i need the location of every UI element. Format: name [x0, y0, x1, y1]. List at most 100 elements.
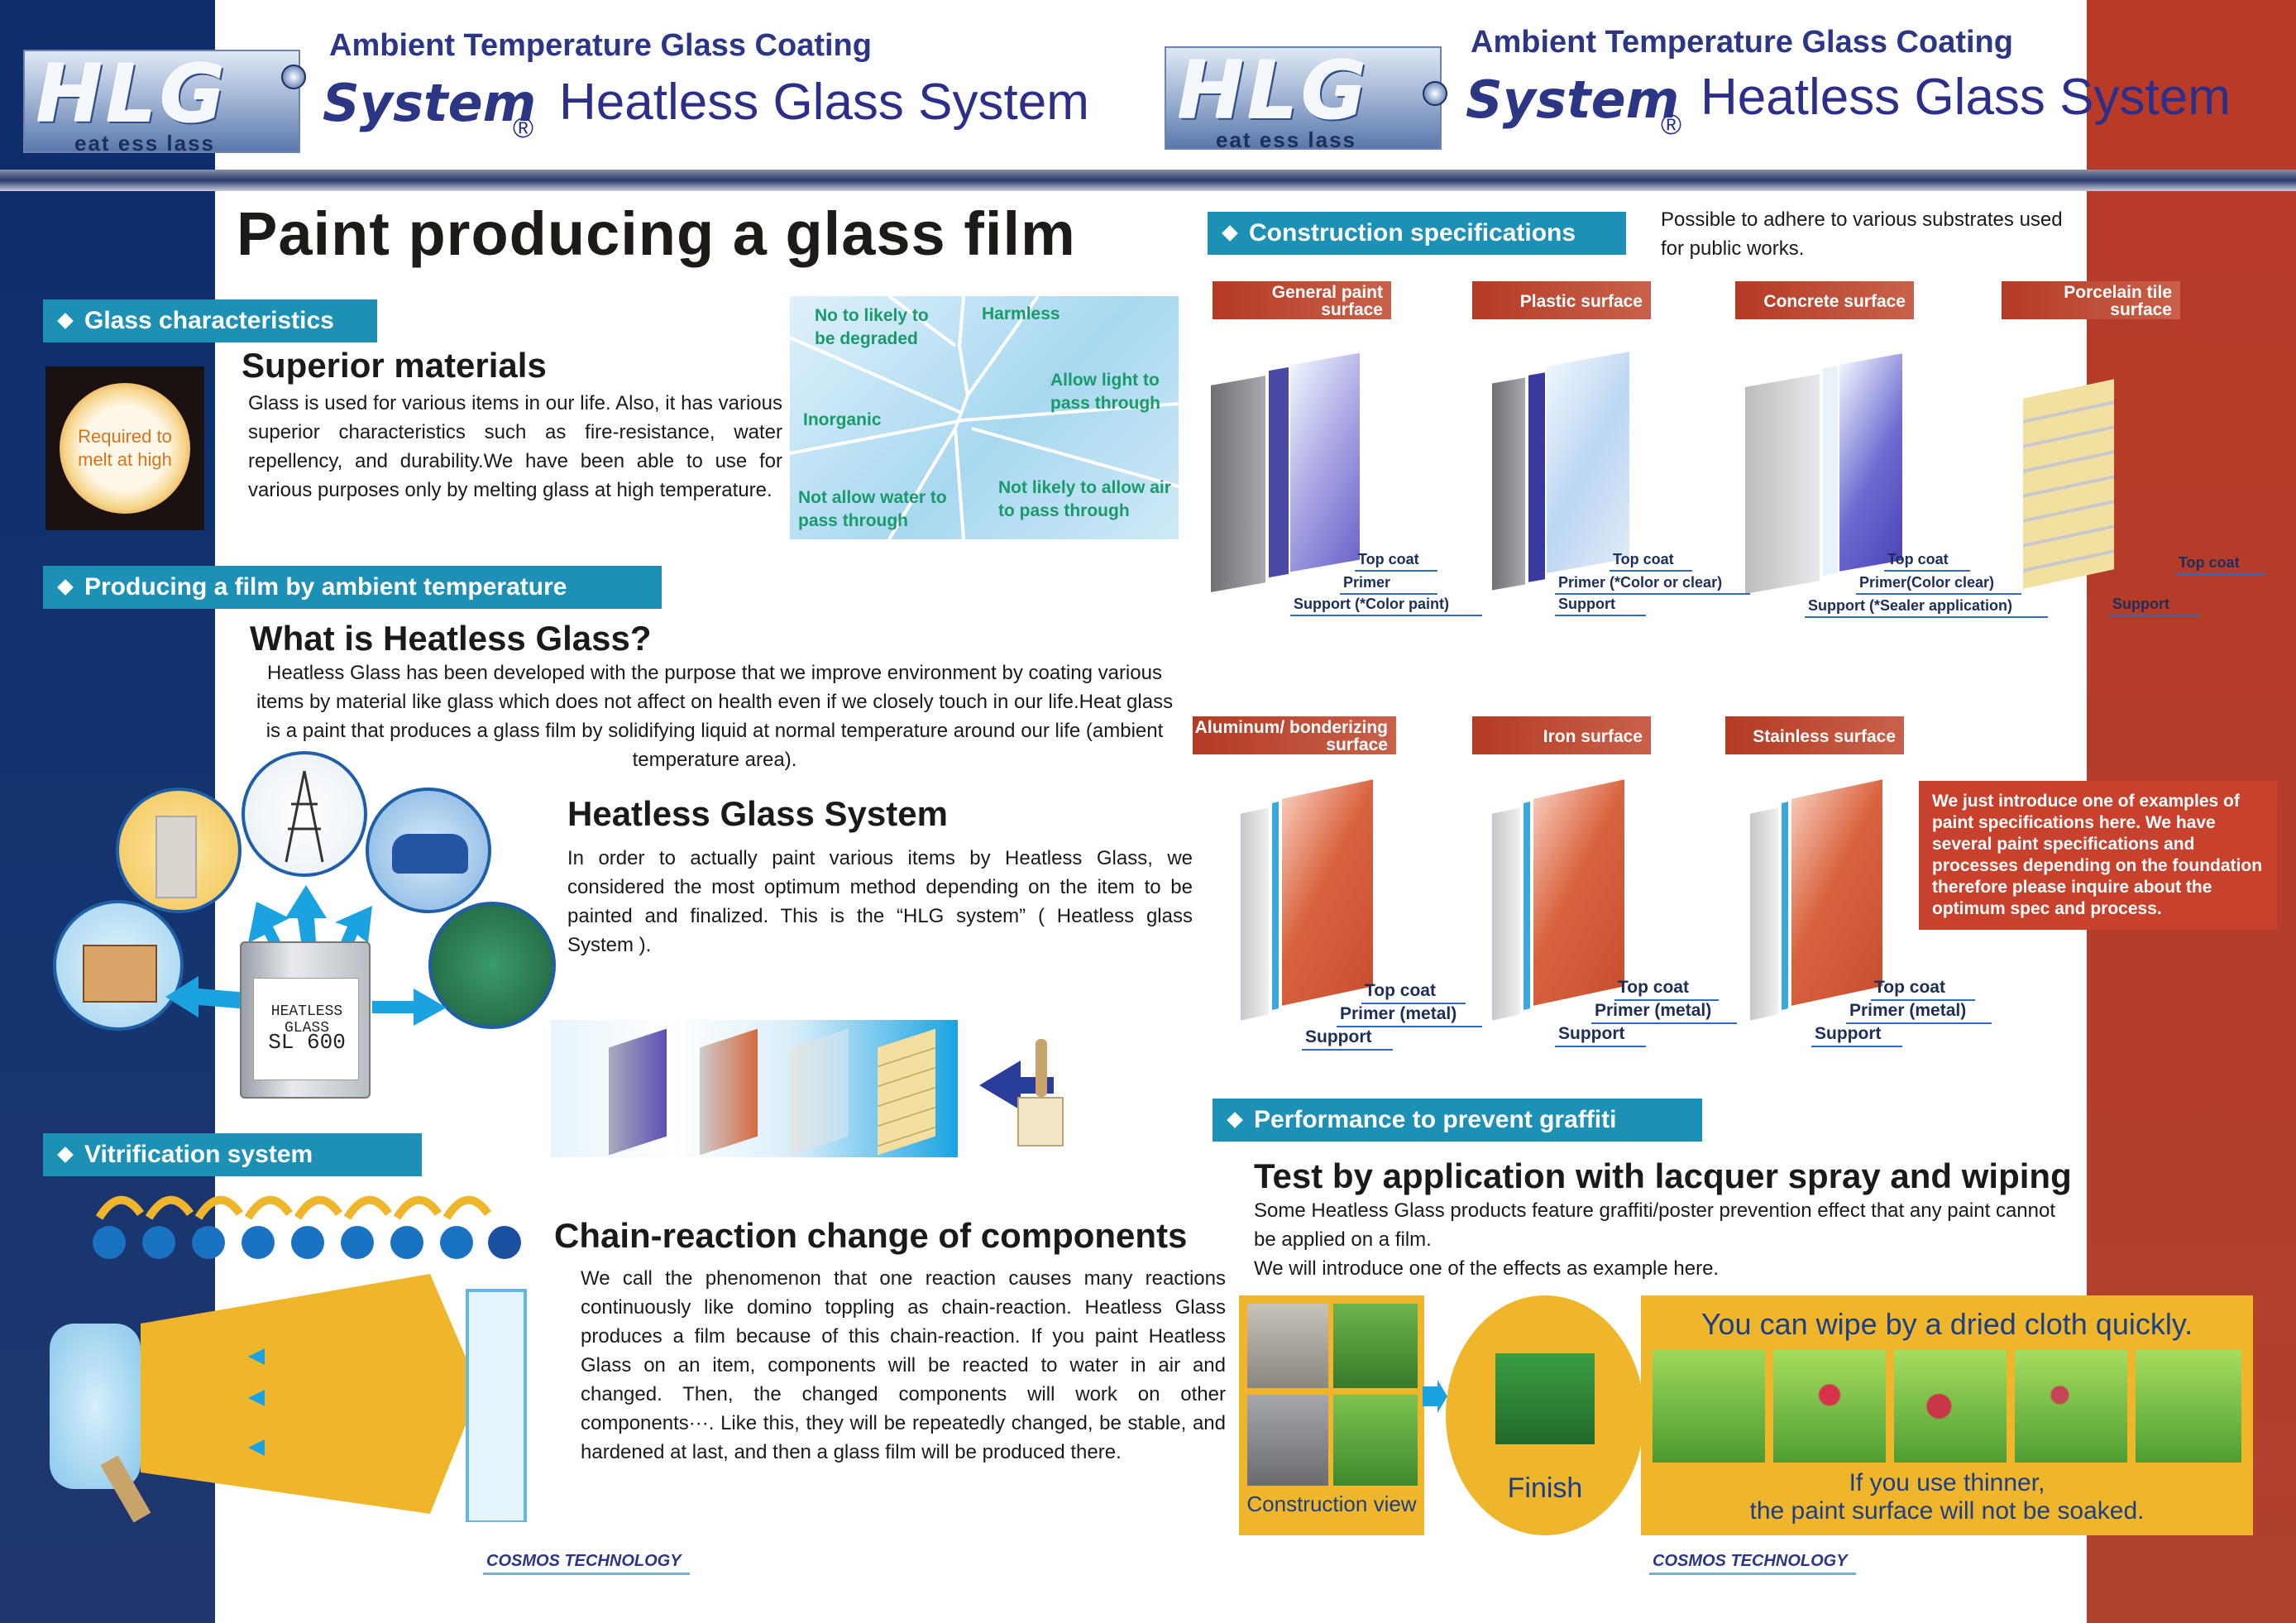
- label-support: Support: [1302, 1027, 1393, 1051]
- diagram-porcelain-tile: [2023, 347, 2188, 589]
- registered-mark-right: ®: [1661, 109, 1682, 141]
- label-support: Support: [1555, 596, 1646, 616]
- graffiti-body-1: Some Heatless Glass products feature gra…: [1254, 1199, 2055, 1251]
- section-bar-label: Performance to prevent graffiti: [1254, 1106, 1617, 1133]
- heatless-glass-system-body: In order to actually paint various items…: [567, 847, 1193, 956]
- can-label-line2: SL 600: [268, 1030, 346, 1055]
- heading-what-is-heatless-glass: What is Heatless Glass?: [250, 619, 652, 658]
- logo-subtitle-right: eat ess lass: [1216, 127, 1357, 152]
- section-bar-label: Construction specifications: [1249, 219, 1576, 247]
- circuit-board-circle-icon: [428, 902, 556, 1029]
- label-top-coat: Top coat: [1884, 551, 1970, 572]
- glass-label-not-degraded: No to likely to be degraded: [815, 306, 929, 348]
- label-primer: Primer: [1340, 574, 1437, 595]
- glass-label-water: Not allow water to pass through: [798, 488, 947, 530]
- panel-sample-orange: [700, 1028, 758, 1156]
- glass-characteristics-body: Glass is used for various items in our l…: [248, 392, 782, 501]
- logo-globe-icon-right: [1423, 81, 1447, 106]
- label-top-coat: Top coat: [1871, 978, 1975, 1001]
- thinner-line-2: the paint surface will not be soaked.: [1749, 1497, 2145, 1525]
- header-product-title: Heatless Glass System: [559, 74, 1089, 131]
- cosmos-technology-logo: COSMOS TECHNOLOGY: [483, 1552, 690, 1575]
- header-tagline-right: Ambient Temperature Glass Coating: [1471, 25, 2013, 60]
- section-bar-glass-characteristics: Glass characteristics: [43, 299, 377, 342]
- tag-aluminum: Aluminum/ bonderizing surface: [1193, 716, 1396, 754]
- diagram-general-paint: [1211, 347, 1360, 592]
- tag-concrete: Concrete surface: [1735, 281, 1914, 319]
- registered-mark: ®: [513, 113, 534, 144]
- graffiti-body-2: We will introduce one of the effects as …: [1254, 1257, 1720, 1280]
- logo-subtitle: eat ess lass: [74, 131, 216, 156]
- label-support: Support: [1811, 1024, 1902, 1047]
- header-background: [0, 0, 2296, 170]
- label-support: Support (*Sealer application): [1805, 597, 2048, 618]
- wipe-title: You can wipe by a dried cloth quickly.: [1700, 1307, 2193, 1341]
- heading-chain-reaction: Chain-reaction change of components: [554, 1216, 1188, 1255]
- glass-label-inorganic: Inorganic: [803, 410, 882, 429]
- logo-wordmark: HLG: [36, 48, 229, 141]
- shattered-glass-graphic: No to likely to be degraded Harmless All…: [790, 296, 1179, 539]
- label-top-coat: Top coat: [2175, 554, 2266, 575]
- section-bar-producing-film: Producing a film by ambient temperature: [43, 566, 662, 609]
- can-label: HEATLESS GLASS SL 600: [253, 978, 359, 1080]
- glass-label-light: Allow light to pass through: [1050, 371, 1161, 413]
- label-support: Support: [1555, 1024, 1646, 1047]
- car-circle-icon: [366, 788, 491, 913]
- label-top-coat: Top coat: [1355, 551, 1437, 572]
- header-divider: [0, 170, 2296, 191]
- diagram-concrete: [1745, 347, 1902, 594]
- label-primer: Primer (metal): [1337, 1004, 1482, 1027]
- section-bar-graffiti: Performance to prevent graffiti: [1213, 1099, 1702, 1142]
- logo-wordmark-right: HLG: [1178, 45, 1370, 137]
- tag-iron: Iron surface: [1472, 716, 1651, 754]
- domino-chain-graphic: [93, 1195, 521, 1259]
- glass-crack-lines: [790, 296, 1179, 539]
- thinner-line-1: If you use thinner,: [1849, 1469, 2045, 1496]
- house-circle-icon: [53, 900, 184, 1031]
- label-top-coat: Top coat: [1614, 978, 1719, 1001]
- label-primer: Primer (*Color or clear): [1555, 574, 1750, 595]
- tag-general-paint: General paint surface: [1213, 281, 1391, 319]
- yellow-arrow: [141, 1274, 527, 1522]
- section-bar-vitrification: Vitrification system: [43, 1133, 422, 1176]
- panel-sample-clear: [791, 1028, 849, 1156]
- label-primer: Primer (metal): [1846, 1001, 1992, 1024]
- section-bar-label: Glass characteristics: [84, 307, 334, 334]
- arrow-right-icon: [1423, 1380, 1447, 1413]
- buildings-circle-icon: [116, 788, 242, 913]
- section-bar-label: Vitrification system: [84, 1141, 313, 1168]
- brush-arrow-icon: [979, 1060, 1054, 1110]
- diamond-bullet-icon: [1222, 225, 1238, 242]
- diagram-stainless: [1750, 778, 1891, 1026]
- glass-label-air: Not likely to allow air to pass through: [998, 478, 1171, 520]
- diamond-bullet-icon: [57, 579, 74, 596]
- hlg-logo-right: HLG eat ess lass: [1165, 45, 1442, 152]
- vitrification-body: We call the phenomenon that one reaction…: [581, 1267, 1226, 1463]
- construction-note: Possible to adhere to various substrates…: [1661, 208, 2063, 260]
- panel-samples-strip: [551, 1020, 958, 1157]
- header-system-word-right: System: [1466, 69, 1680, 130]
- diamond-bullet-icon: [1227, 1112, 1243, 1128]
- header-product-title-right: Heatless Glass System: [1700, 69, 2231, 126]
- label-support: Support (*Color paint): [1290, 596, 1482, 616]
- main-title: Paint producing a glass film: [237, 199, 1076, 268]
- label-primer: Primer(Color clear): [1856, 574, 2021, 595]
- heading-graffiti-test: Test by application with lacquer spray a…: [1254, 1156, 2072, 1195]
- logo-globe-icon: [281, 65, 306, 89]
- header-tagline: Ambient Temperature Glass Coating: [329, 28, 872, 63]
- label-support: Support: [2109, 596, 2200, 616]
- label-primer: Primer (metal): [1591, 1001, 1737, 1024]
- hlg-logo: HLG eat ess lass: [23, 48, 300, 156]
- tag-porcelain-tile: Porcelain tile surface: [2002, 281, 2180, 319]
- tag-plastic: Plastic surface: [1472, 281, 1651, 319]
- heatless-glass-can: HEATLESS GLASS SL 600: [240, 941, 371, 1099]
- diagram-aluminum: [1241, 778, 1381, 1026]
- diagram-iron: [1492, 778, 1633, 1026]
- can-label-line1: HEATLESS GLASS: [270, 1003, 343, 1037]
- tag-stainless: Stainless surface: [1725, 716, 1904, 754]
- section-bar-label: Producing a film by ambient temperature: [84, 573, 567, 601]
- construction-view-label: Construction view: [1246, 1491, 1417, 1516]
- glass-label-harmless: Harmless: [982, 304, 1060, 323]
- finish-circle: Finish: [1446, 1295, 1644, 1535]
- diamond-bullet-icon: [57, 1147, 74, 1163]
